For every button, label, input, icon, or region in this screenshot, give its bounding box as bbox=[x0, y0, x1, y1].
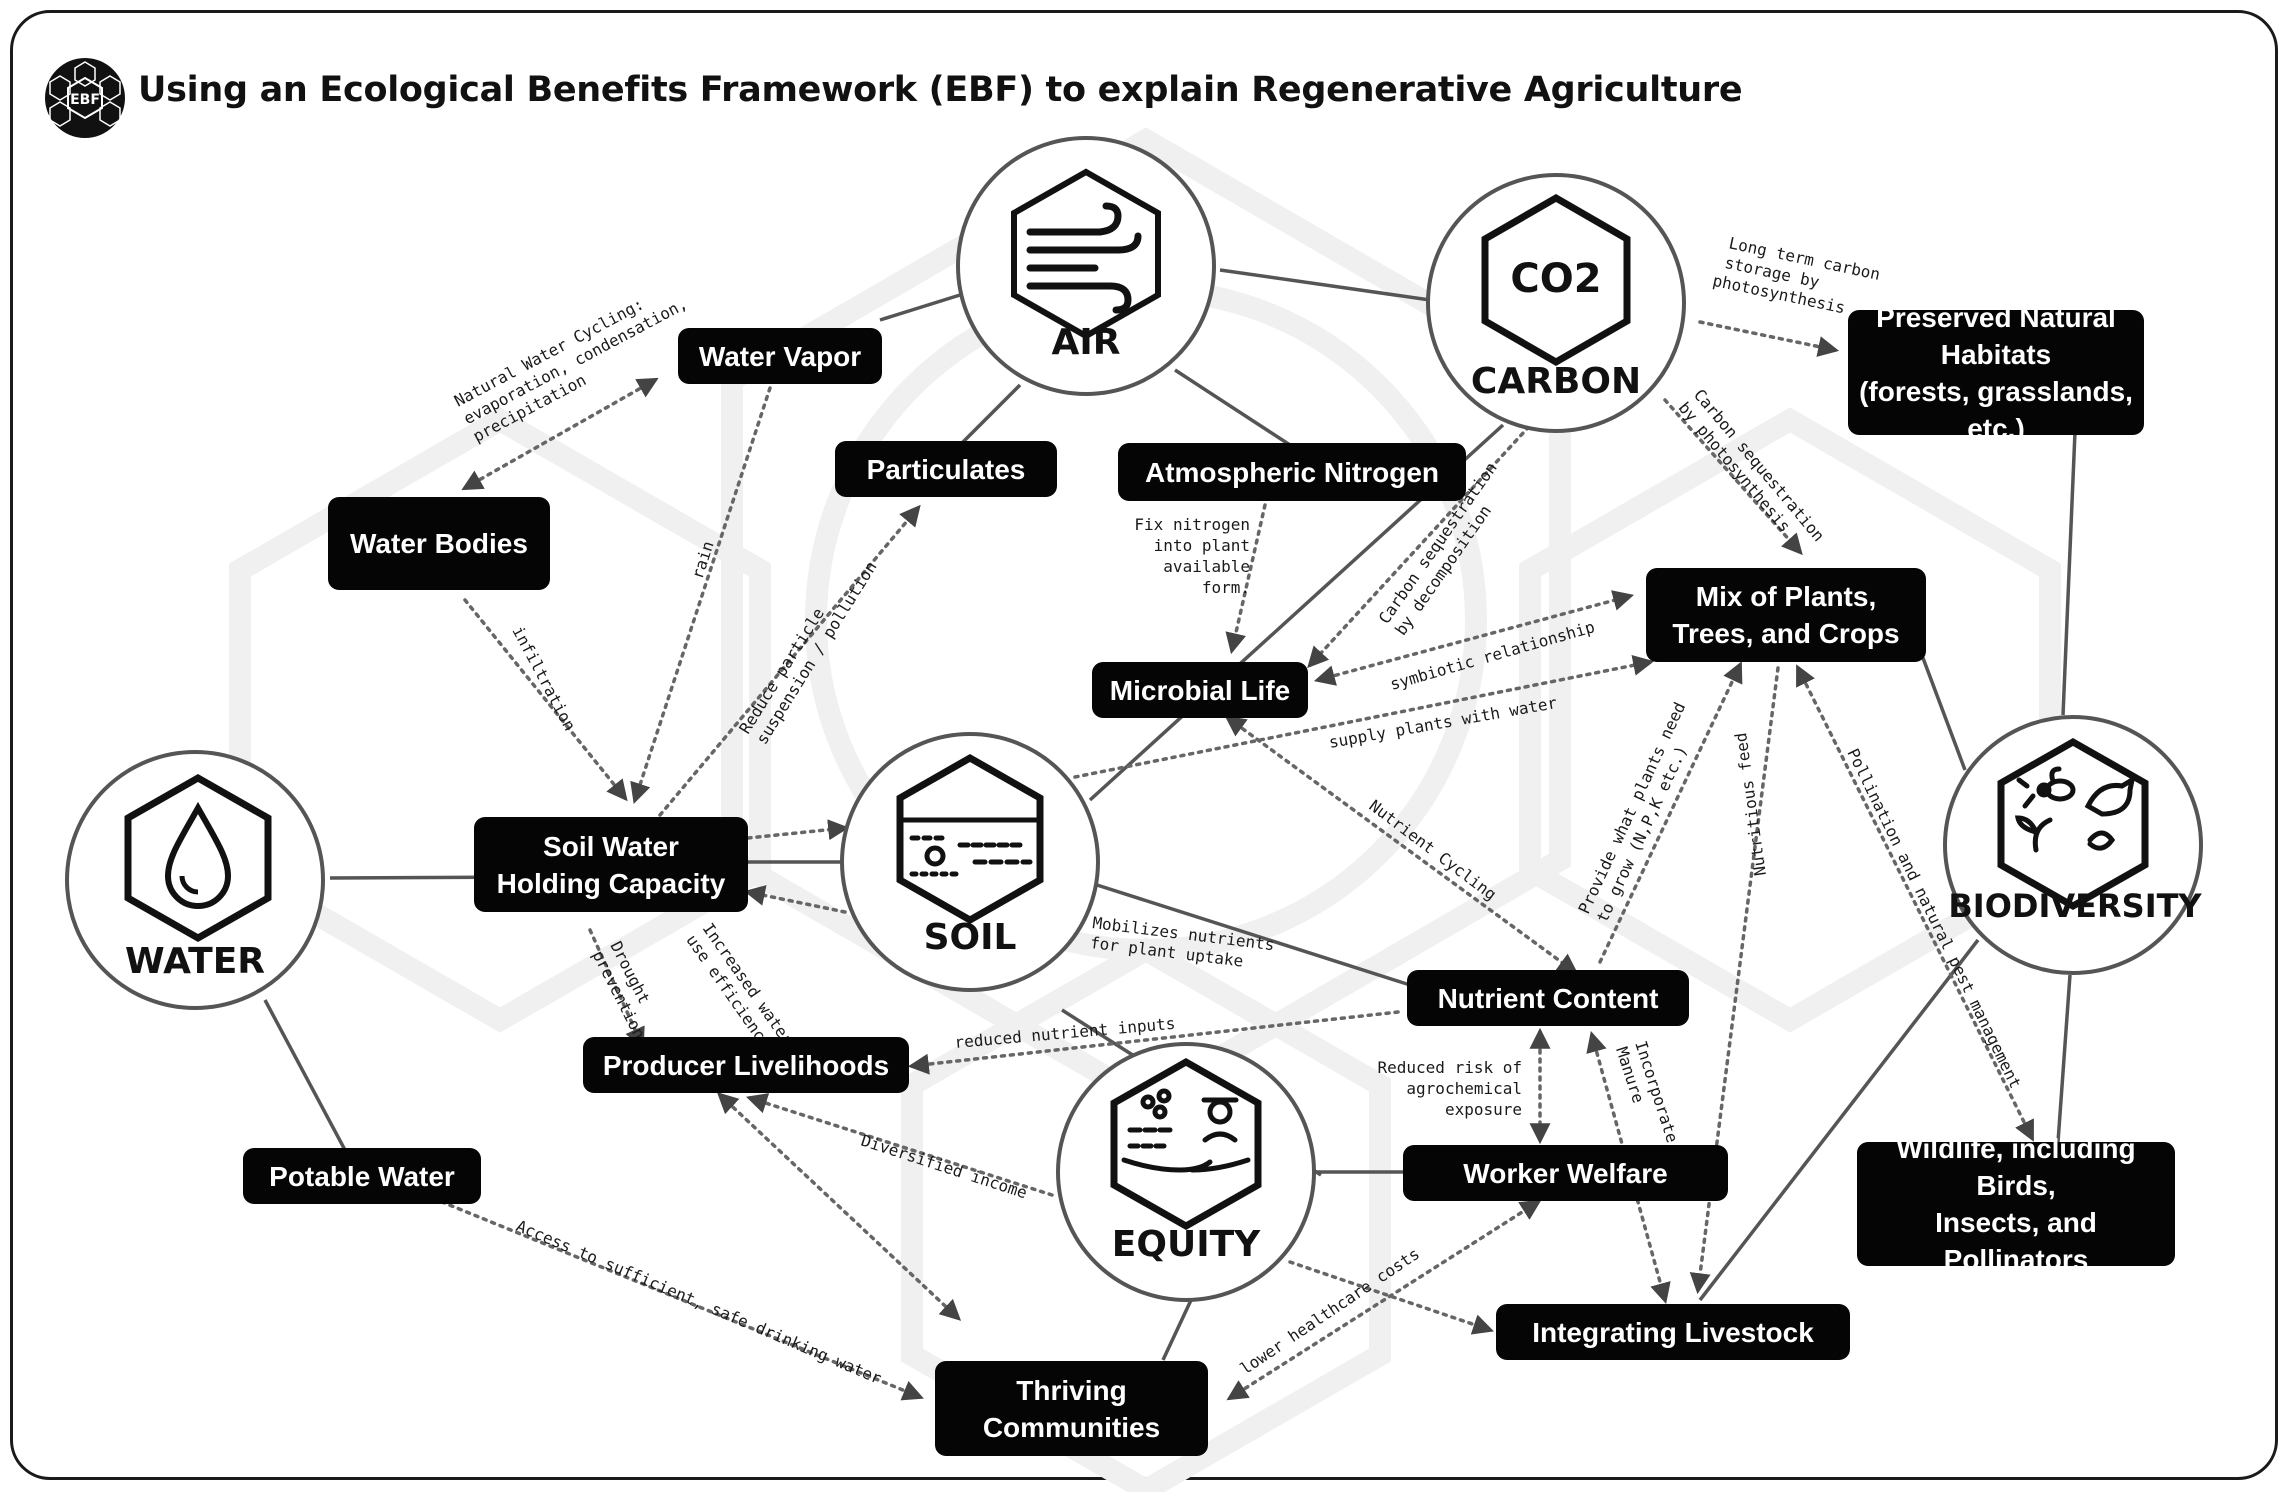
edge-label-fix-nitrogen-1: Fix nitrogen bbox=[1134, 515, 1250, 534]
edge-label-reduced-risk-2: agrochemical bbox=[1406, 1079, 1522, 1098]
hub-water-label: WATER bbox=[125, 941, 265, 982]
node-atmospheric-nitrogen: Atmospheric Nitrogen bbox=[1118, 443, 1466, 501]
soil-layers-icon bbox=[899, 817, 1041, 877]
hub-biodiversity: BIODIVERSITY bbox=[1943, 715, 2203, 975]
node-microbial-life: Microbial Life bbox=[1092, 662, 1308, 718]
ebf-logo-icon: EBF bbox=[45, 58, 125, 138]
hub-equity-label: EQUITY bbox=[1112, 1224, 1261, 1265]
dotted-arrows bbox=[423, 320, 2034, 1401]
diagram-title: Using an Ecological Benefits Framework (… bbox=[138, 70, 1743, 110]
bee-bird-plant-icon bbox=[2014, 766, 2136, 853]
edge-label-infiltration: infiltration bbox=[508, 623, 579, 734]
co2-icon bbox=[1481, 193, 1631, 367]
node-worker-welfare: Worker Welfare bbox=[1403, 1145, 1728, 1201]
node-integrating-livestock: Integrating Livestock bbox=[1496, 1304, 1850, 1360]
edge-label-reduced-risk-1: Reduced risk of bbox=[1378, 1058, 1523, 1077]
node-wildlife: Wildlife, including Birds, Insects, and … bbox=[1857, 1133, 2175, 1275]
edge-label-water-cycle-2: evaporation, condensation, bbox=[460, 294, 690, 428]
svg-text:IncorporateManure: IncorporateManure bbox=[1612, 1038, 1682, 1151]
edge-label-fix-nitrogen-2: into plant bbox=[1154, 536, 1250, 555]
node-producer-livelihoods: Producer Livelihoods bbox=[583, 1037, 909, 1093]
edge-label-drinking: Access to sufficient, safe drinking wate… bbox=[513, 1216, 884, 1388]
logo-text: EBF bbox=[70, 92, 100, 108]
edge-label-fix-nitrogen-4: form. bbox=[1202, 578, 1250, 597]
hub-biodiversity-label: BIODIVERSITY bbox=[1948, 887, 2202, 925]
wind-icon bbox=[1011, 168, 1161, 340]
node-thriving-communities: Thriving Communities bbox=[935, 1361, 1208, 1456]
svg-text:Natural Water Cycling:evaporat: Natural Water Cycling:evaporation, conde… bbox=[451, 276, 700, 446]
node-preserved-habitats: Preserved Natural Habitats (forests, gra… bbox=[1848, 302, 2144, 444]
water-drop-icon bbox=[164, 801, 232, 909]
edge-label-fix-nitrogen-3: available bbox=[1163, 557, 1250, 576]
hub-water: WATER bbox=[65, 750, 325, 1010]
hub-air-label: AIR bbox=[1052, 322, 1121, 363]
svg-text:Provide what plants needto gro: Provide what plants needto grow (N,P,K e… bbox=[1574, 699, 1707, 925]
svg-text:Droughtprevention: Droughtprevention bbox=[589, 938, 667, 1042]
hub-carbon: CO2 CARBON bbox=[1426, 173, 1686, 433]
node-potable-water: Potable Water bbox=[243, 1148, 481, 1204]
node-nutrient-content: Nutrient Content bbox=[1407, 970, 1689, 1026]
hub-soil: SOIL bbox=[840, 732, 1100, 992]
edge-label-reduced-risk-3: exposure bbox=[1445, 1100, 1522, 1119]
farmer-hands-icon bbox=[1121, 1088, 1251, 1173]
node-water-vapor: Water Vapor bbox=[678, 328, 882, 384]
edge-label-nutritious-feed: Nutritious feed bbox=[1731, 731, 1770, 877]
node-mix-plants: Mix of Plants, Trees, and Crops bbox=[1646, 568, 1926, 662]
hub-carbon-label: CARBON bbox=[1471, 361, 1641, 402]
edge-label-diversified: Diversified income bbox=[859, 1131, 1030, 1203]
co2-icon-text: CO2 bbox=[1510, 256, 1601, 302]
hub-soil-label: SOIL bbox=[924, 917, 1017, 958]
hub-equity: EQUITY bbox=[1056, 1042, 1316, 1302]
node-particulates: Particulates bbox=[835, 441, 1057, 497]
node-soil-water: Soil Water Holding Capacity bbox=[474, 817, 748, 912]
node-water-bodies: Water Bodies bbox=[328, 497, 550, 590]
hub-air: AIR bbox=[956, 136, 1216, 396]
